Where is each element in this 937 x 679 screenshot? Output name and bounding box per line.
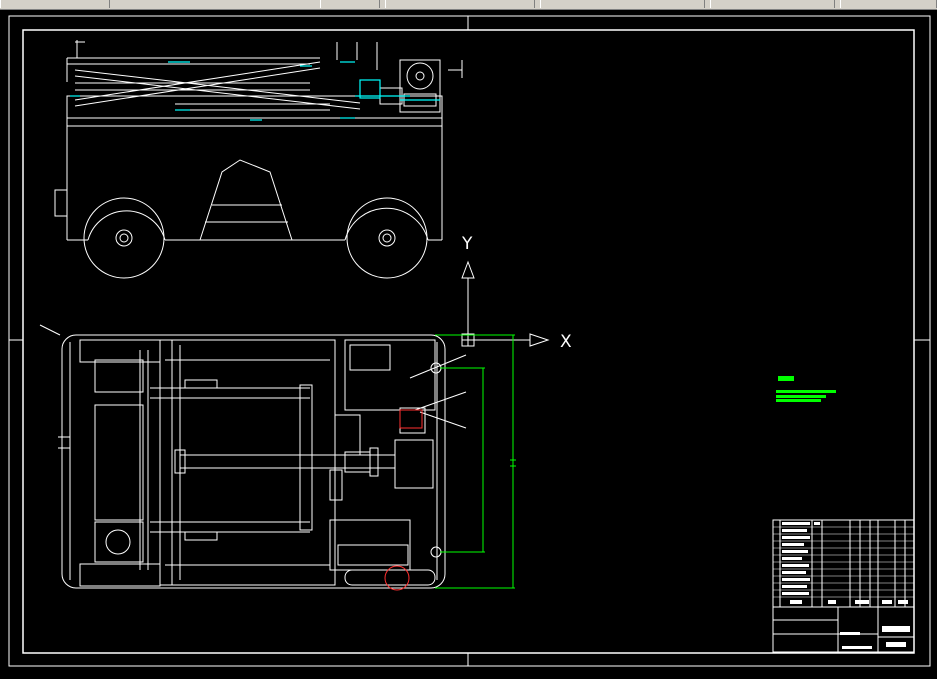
drawing-canvas[interactable]: X Y [0, 9, 937, 675]
title-block-text-fill [782, 522, 910, 649]
color-dropdown[interactable] [840, 0, 937, 8]
technical-notes [776, 376, 836, 402]
toolbar-icon-group[interactable] [320, 0, 380, 8]
side-view-cyan-details [70, 61, 440, 121]
sheet-outer-border [8, 15, 931, 667]
title-block [772, 519, 915, 653]
plan-view-green-dimensions [435, 334, 516, 589]
side-view [54, 40, 463, 279]
axis-x-label: X [560, 332, 572, 352]
layer-dropdown[interactable] [385, 0, 535, 8]
axis-y-label: Y [461, 234, 473, 254]
plan-view-red-details [384, 409, 423, 591]
toolbar-icon-group[interactable] [0, 0, 110, 8]
plan-view [39, 324, 467, 589]
ucs-axis-icon [461, 260, 550, 347]
title-block-rows [773, 526, 914, 598]
lineweight-dropdown[interactable] [710, 0, 835, 8]
linetype-dropdown[interactable] [540, 0, 705, 8]
cad-drawing[interactable]: X Y [0, 9, 937, 675]
